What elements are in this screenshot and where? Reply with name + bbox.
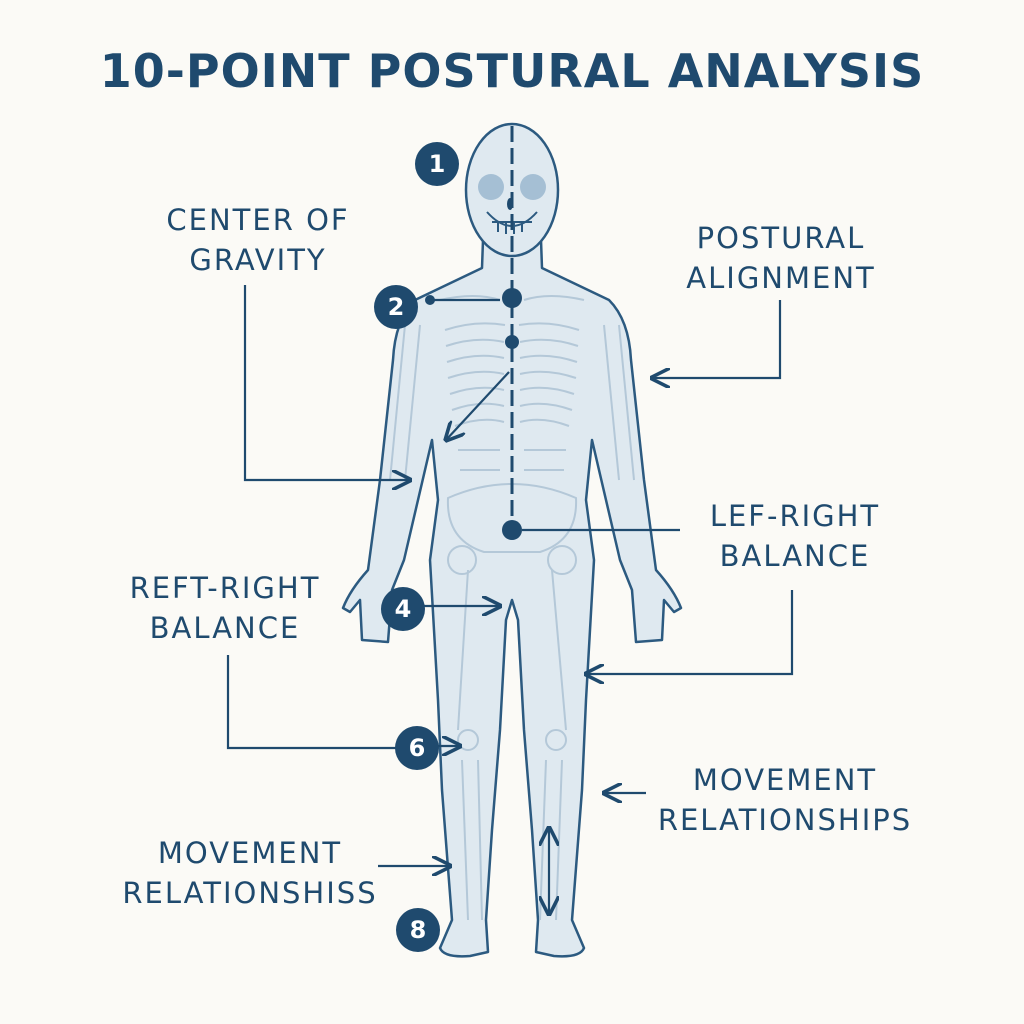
marker-badge-2: 2 bbox=[374, 285, 418, 329]
body-silhouette bbox=[341, 122, 683, 958]
marker-badge-8: 8 bbox=[396, 908, 440, 952]
marker-badge-1: 1 bbox=[415, 142, 459, 186]
label-reft-right-balance: REFT-RIGHT BALANCE bbox=[129, 571, 321, 645]
label-center-of-gravity: CENTER OF GRAVITY bbox=[166, 203, 350, 277]
label-lef-right-balance: LEF-RIGHT BALANCE bbox=[709, 499, 881, 573]
label-movement-relationships-left: MOVEMENT RELATIONSHISS bbox=[122, 836, 378, 910]
marker-badge-6: 6 bbox=[395, 726, 439, 770]
page-title: 10-POINT POSTURAL ANALYSIS bbox=[99, 44, 925, 98]
label-postural-alignment: POSTURAL ALIGNMENT bbox=[686, 221, 876, 295]
skeleton bbox=[389, 295, 635, 921]
measurement-dots bbox=[425, 288, 522, 540]
label-movement-relationships-right: MOVEMENT RELATIONSHIPS bbox=[657, 763, 913, 837]
leader-lines bbox=[226, 285, 794, 914]
marker-badge-4: 4 bbox=[381, 587, 425, 631]
